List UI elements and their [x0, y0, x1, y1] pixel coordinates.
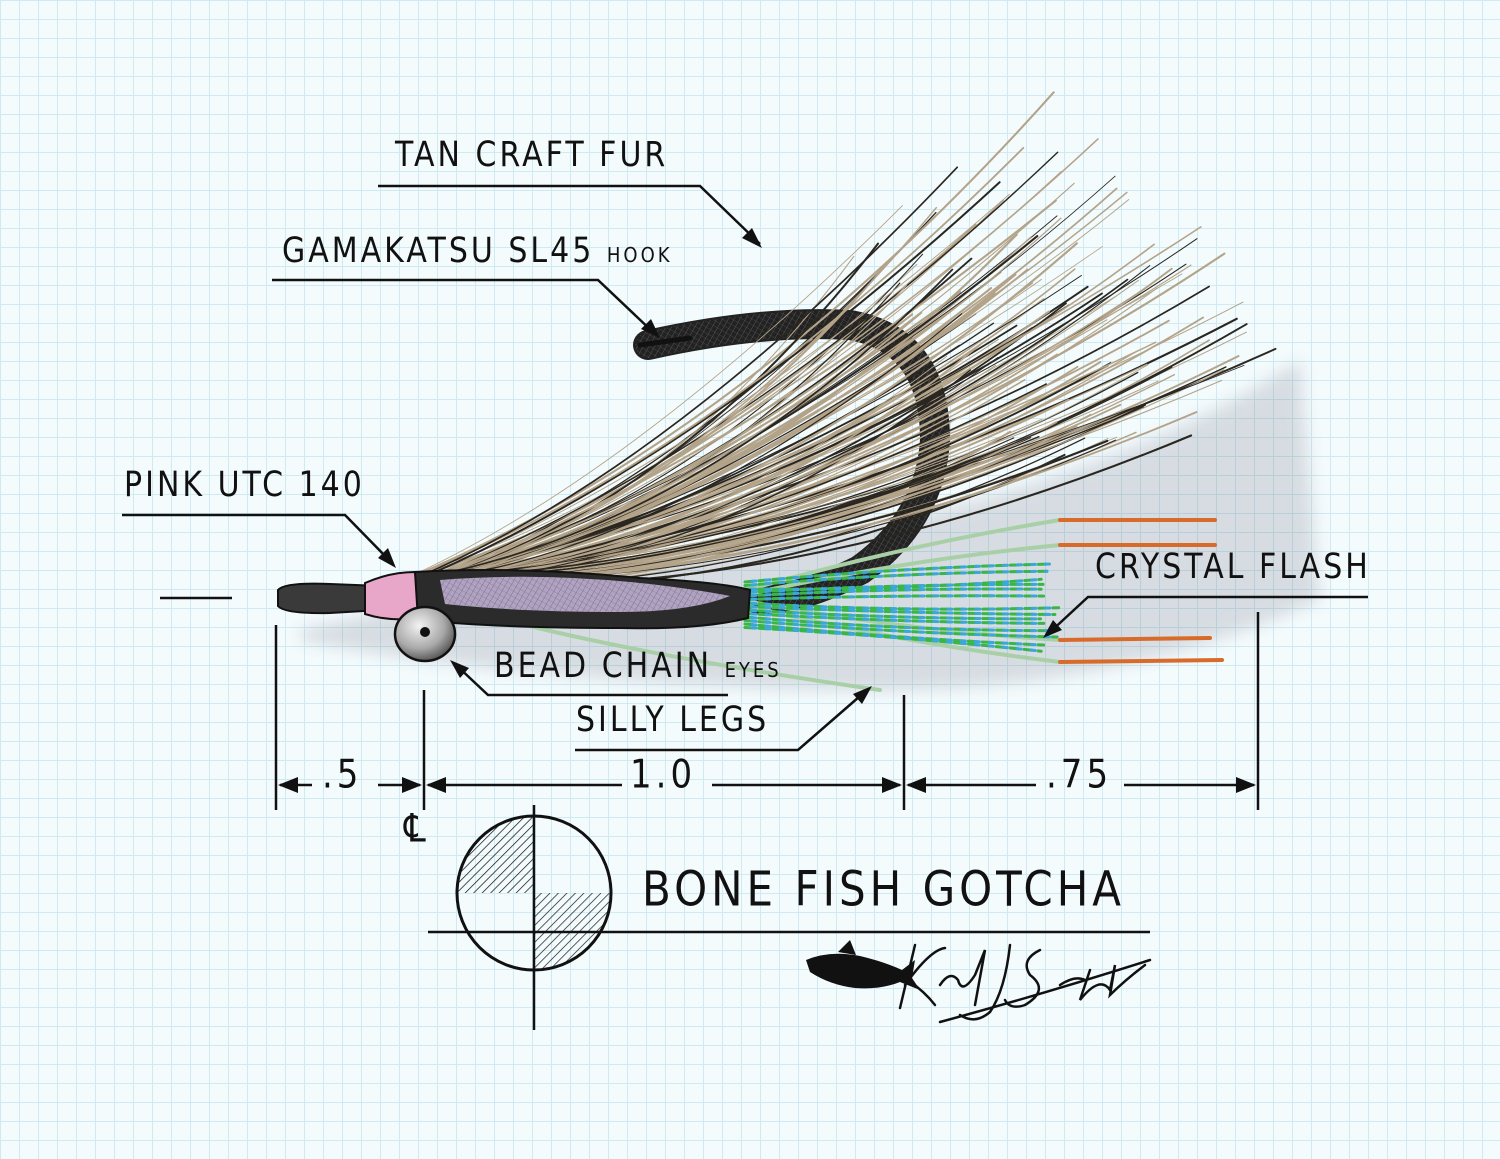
flash-strand-highlight	[743, 587, 1043, 598]
label-bead-chain-eyes: Bead Chain eyes	[494, 646, 782, 686]
dimension-head: .5	[322, 752, 363, 798]
fur-hair	[403, 181, 1001, 587]
fur-hair	[423, 199, 1005, 583]
legs-arrow	[853, 686, 872, 704]
flash-strand	[743, 615, 1055, 633]
fur-hair	[422, 284, 908, 583]
label-crystal-flash: Crystal Flash	[1095, 546, 1371, 587]
flash-strand-highlight	[743, 601, 1061, 611]
flash-strand-highlight	[743, 569, 1049, 587]
diagram-title: Bone Fish Gotcha	[642, 860, 1126, 917]
thread-arrow	[378, 548, 396, 568]
silly-leg	[738, 543, 1062, 598]
flash-strand-highlight	[743, 612, 1046, 625]
flash-strand-highlight	[743, 619, 1059, 639]
silly-leg-tip	[1058, 658, 1224, 664]
fur-hair	[422, 292, 996, 586]
fly-body	[277, 569, 752, 630]
fur-hair	[413, 199, 1057, 585]
label-bead-chain-suffix: eyes	[724, 658, 782, 683]
label-tan-craft-fur: Tan Craft Fur	[395, 134, 669, 175]
dimension-lines	[160, 596, 1260, 810]
fur-hair	[418, 259, 891, 582]
flash-strand	[743, 605, 1057, 616]
fur-hair	[402, 205, 903, 581]
fur-hair	[420, 268, 954, 580]
thread-leader	[122, 513, 393, 564]
bead-chain-eye	[393, 605, 457, 663]
fur-leader	[378, 184, 761, 245]
artist-signature	[898, 943, 1152, 1024]
flash-strand	[743, 562, 1054, 584]
crystal-flash	[743, 562, 1061, 653]
label-hook-suffix: hook	[606, 243, 673, 268]
fur-hair	[410, 166, 959, 581]
silly-leg	[738, 518, 1062, 594]
bead-leader	[454, 663, 728, 697]
flash-strand-highlight	[743, 605, 1057, 616]
flash-strand-highlight	[743, 562, 1054, 584]
fur-arrow	[742, 228, 762, 248]
dimension-tail: .75	[1046, 752, 1113, 798]
hook-leader	[272, 278, 656, 335]
fur-hair	[406, 91, 1055, 580]
fur-hair	[426, 242, 1078, 585]
flash-leader	[1047, 595, 1368, 635]
flash-strand-highlight	[743, 594, 1046, 601]
label-bead-chain: Bead Chain	[494, 645, 713, 686]
hook-arrow	[641, 319, 660, 338]
bonefish-silhouette	[806, 940, 920, 990]
centerline-mark: ℄	[404, 806, 430, 852]
legs-leader	[575, 689, 868, 752]
flash-strand-highlight	[743, 615, 1055, 633]
label-silly-legs: Silly Legs	[576, 699, 770, 740]
fur-hair	[415, 341, 1157, 584]
flash-strand-highlight	[743, 608, 1042, 621]
label-thread: Pink UTC 140	[124, 464, 365, 505]
flash-strand-highlight	[743, 582, 1045, 594]
fur-hair	[413, 311, 923, 583]
fur-hair	[420, 206, 938, 585]
flash-arrow	[1043, 620, 1062, 638]
title-block-symbol	[428, 805, 1150, 1030]
fur-hair	[412, 364, 1245, 583]
silly-leg-tip	[1058, 636, 1212, 642]
bead-arrow	[450, 660, 469, 678]
label-hook-model: Gamakatsu SL45	[282, 230, 595, 271]
leader-lines	[122, 184, 1368, 752]
label-hook: Gamakatsu SL45 hook	[282, 231, 673, 271]
flash-strand-highlight	[743, 626, 1043, 653]
dimension-body: 1.0	[630, 752, 697, 798]
